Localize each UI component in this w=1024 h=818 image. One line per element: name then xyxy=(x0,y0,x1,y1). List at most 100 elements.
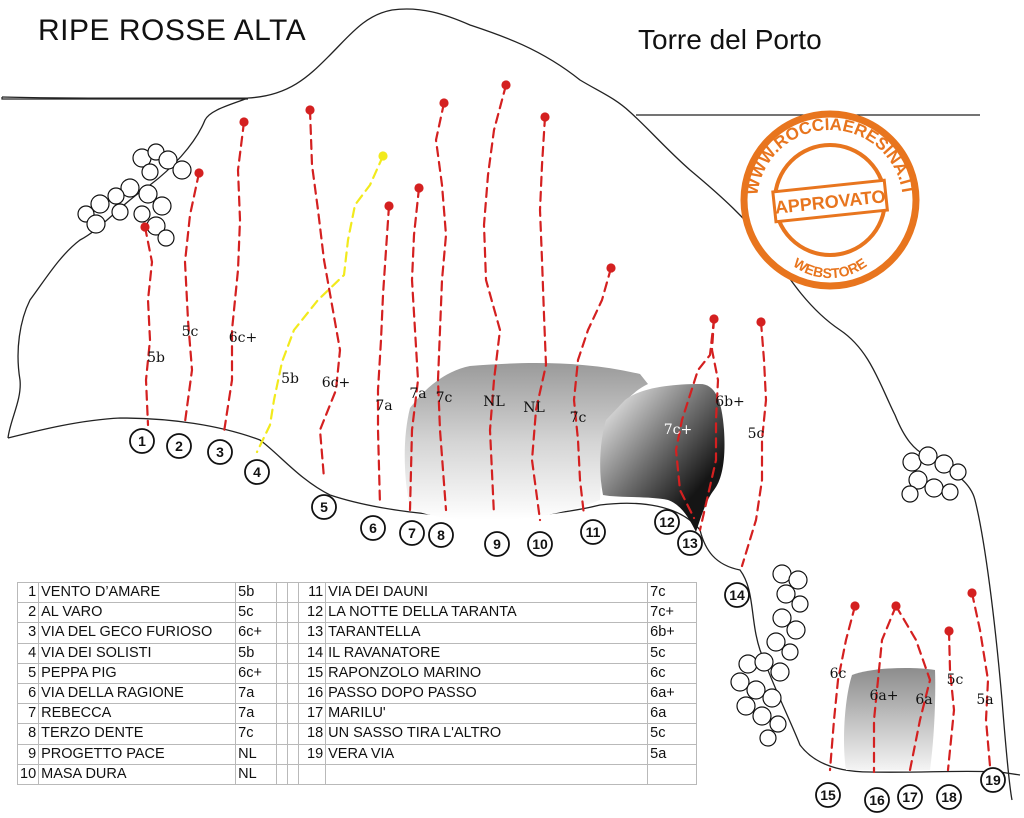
route-line xyxy=(572,266,613,517)
table-cell-grade: 6c+ xyxy=(235,662,278,684)
route-number-marker: 18 xyxy=(936,784,962,810)
table-cell-num: 5 xyxy=(16,662,40,684)
route-number-marker: 9 xyxy=(484,531,510,557)
route-grade-label: 6a xyxy=(915,692,932,708)
route-top-anchor xyxy=(384,201,394,211)
route-number-text: 10 xyxy=(532,536,548,552)
route-grade-label: 6b+ xyxy=(715,394,745,410)
table-cell-gap xyxy=(287,703,300,725)
table-cell-name: VENTO D’AMARE xyxy=(38,581,237,604)
route-line xyxy=(828,604,857,772)
routes-layer xyxy=(140,80,992,774)
table-cell-grade: 5a xyxy=(647,743,698,765)
route-grade-label: 6a+ xyxy=(870,688,899,704)
route-number-text: 9 xyxy=(493,536,501,552)
table-cell-name: MARILU' xyxy=(325,703,649,725)
table-cell-grade xyxy=(647,763,698,785)
table-cell-name: PASSO DOPO PASSO xyxy=(325,682,649,705)
table-cell-gap xyxy=(276,723,289,745)
table-cell-name: VIA DEI DAUNI xyxy=(325,581,649,604)
route-grade-label: 7c xyxy=(436,390,453,406)
table-cell-grade: 6a+ xyxy=(647,682,698,705)
table-cell-num: 14 xyxy=(298,642,327,664)
route-top-anchor xyxy=(540,112,550,122)
route-top-anchor xyxy=(140,222,150,232)
table-cell-num: 10 xyxy=(16,763,40,785)
table-cell-num: 16 xyxy=(298,682,327,705)
shrub-cluster-left xyxy=(77,143,192,247)
table-cell-name: PROGETTO PACE xyxy=(38,743,237,765)
route-top-anchor xyxy=(944,626,954,636)
route-grade-label: 6c+ xyxy=(322,375,350,391)
table-cell-name: VIA DEI SOLISTI xyxy=(38,642,237,664)
table-cell-num: 11 xyxy=(298,581,327,604)
table-cell-gap xyxy=(287,763,300,785)
table-cell-num: 19 xyxy=(298,743,327,765)
route-grade-label: 5c xyxy=(182,324,199,340)
table-cell-gap xyxy=(276,703,289,725)
table-cell-num: 17 xyxy=(298,703,327,725)
table-cell-grade: NL xyxy=(235,763,278,785)
table-cell-gap xyxy=(276,662,289,684)
table-cell-num: 12 xyxy=(298,602,327,624)
route-grade-label: 7a xyxy=(375,398,392,414)
grey-rock-slab xyxy=(404,363,648,520)
route-number-text: 15 xyxy=(820,787,836,803)
table-cell-gap xyxy=(276,763,289,785)
route-line xyxy=(434,101,448,512)
table-cell-grade: NL xyxy=(235,743,278,765)
table-cell-name: RAPONZOLO MARINO xyxy=(325,662,649,684)
table-cell-gap xyxy=(276,602,289,624)
route-top-anchor xyxy=(850,601,860,611)
table-cell-grade: 7c+ xyxy=(647,602,698,624)
route-top-anchor xyxy=(239,117,249,127)
table-cell-gap xyxy=(287,682,300,705)
route-line xyxy=(255,154,385,454)
route-top-anchor xyxy=(439,98,449,108)
route-number-marker: 14 xyxy=(724,582,750,608)
route-top-anchor xyxy=(967,588,977,598)
route-number-marker: 7 xyxy=(399,520,425,546)
table-cell-name: MASA DURA xyxy=(38,763,237,785)
cliff-outline xyxy=(1,8,1013,801)
approved-stamp: WWW.ROCCIAERESINA.IT APPROVATO WEBSTORE xyxy=(740,110,920,290)
table-cell-name: LA NOTTE DELLA TARANTA xyxy=(325,602,649,624)
route-top-anchor xyxy=(606,263,616,273)
table-cell-gap xyxy=(276,642,289,664)
dark-cave xyxy=(600,384,725,532)
route-line xyxy=(946,629,956,772)
route-top-anchor xyxy=(305,105,315,115)
page-title: RIPE ROSSE ALTA xyxy=(38,14,307,47)
route-line xyxy=(530,115,548,522)
table-cell-gap xyxy=(287,743,300,765)
route-grade-label: 5c xyxy=(748,426,765,442)
table-cell-num: 7 xyxy=(16,703,40,725)
route-number-marker: 15 xyxy=(815,782,841,808)
route-grade-label: NL xyxy=(483,394,505,410)
route-grade-label: NL xyxy=(523,400,545,416)
route-number-marker: 8 xyxy=(428,522,454,548)
table-cell-gap xyxy=(287,622,300,644)
table-cell-name: IL RAVANATORE xyxy=(325,642,649,664)
table-cell-num: 9 xyxy=(16,743,40,765)
table-cell-grade: 6b+ xyxy=(647,622,698,644)
table-cell-gap xyxy=(287,602,300,624)
table-cell-name: AL VARO xyxy=(38,602,237,624)
route-number-text: 1 xyxy=(138,433,146,449)
table-cell-grade: 7c xyxy=(235,723,278,745)
table-cell-gap xyxy=(287,662,300,684)
route-number-text: 6 xyxy=(369,520,377,536)
route-grade-label: 5b xyxy=(147,350,165,366)
table-cell-name: REBECCA xyxy=(38,703,237,725)
route-top-anchor xyxy=(194,168,204,178)
route-line xyxy=(482,83,508,517)
route-line xyxy=(698,317,720,532)
route-number-text: 8 xyxy=(437,527,445,543)
table-cell-gap xyxy=(276,743,289,765)
route-number-text: 12 xyxy=(659,514,675,530)
